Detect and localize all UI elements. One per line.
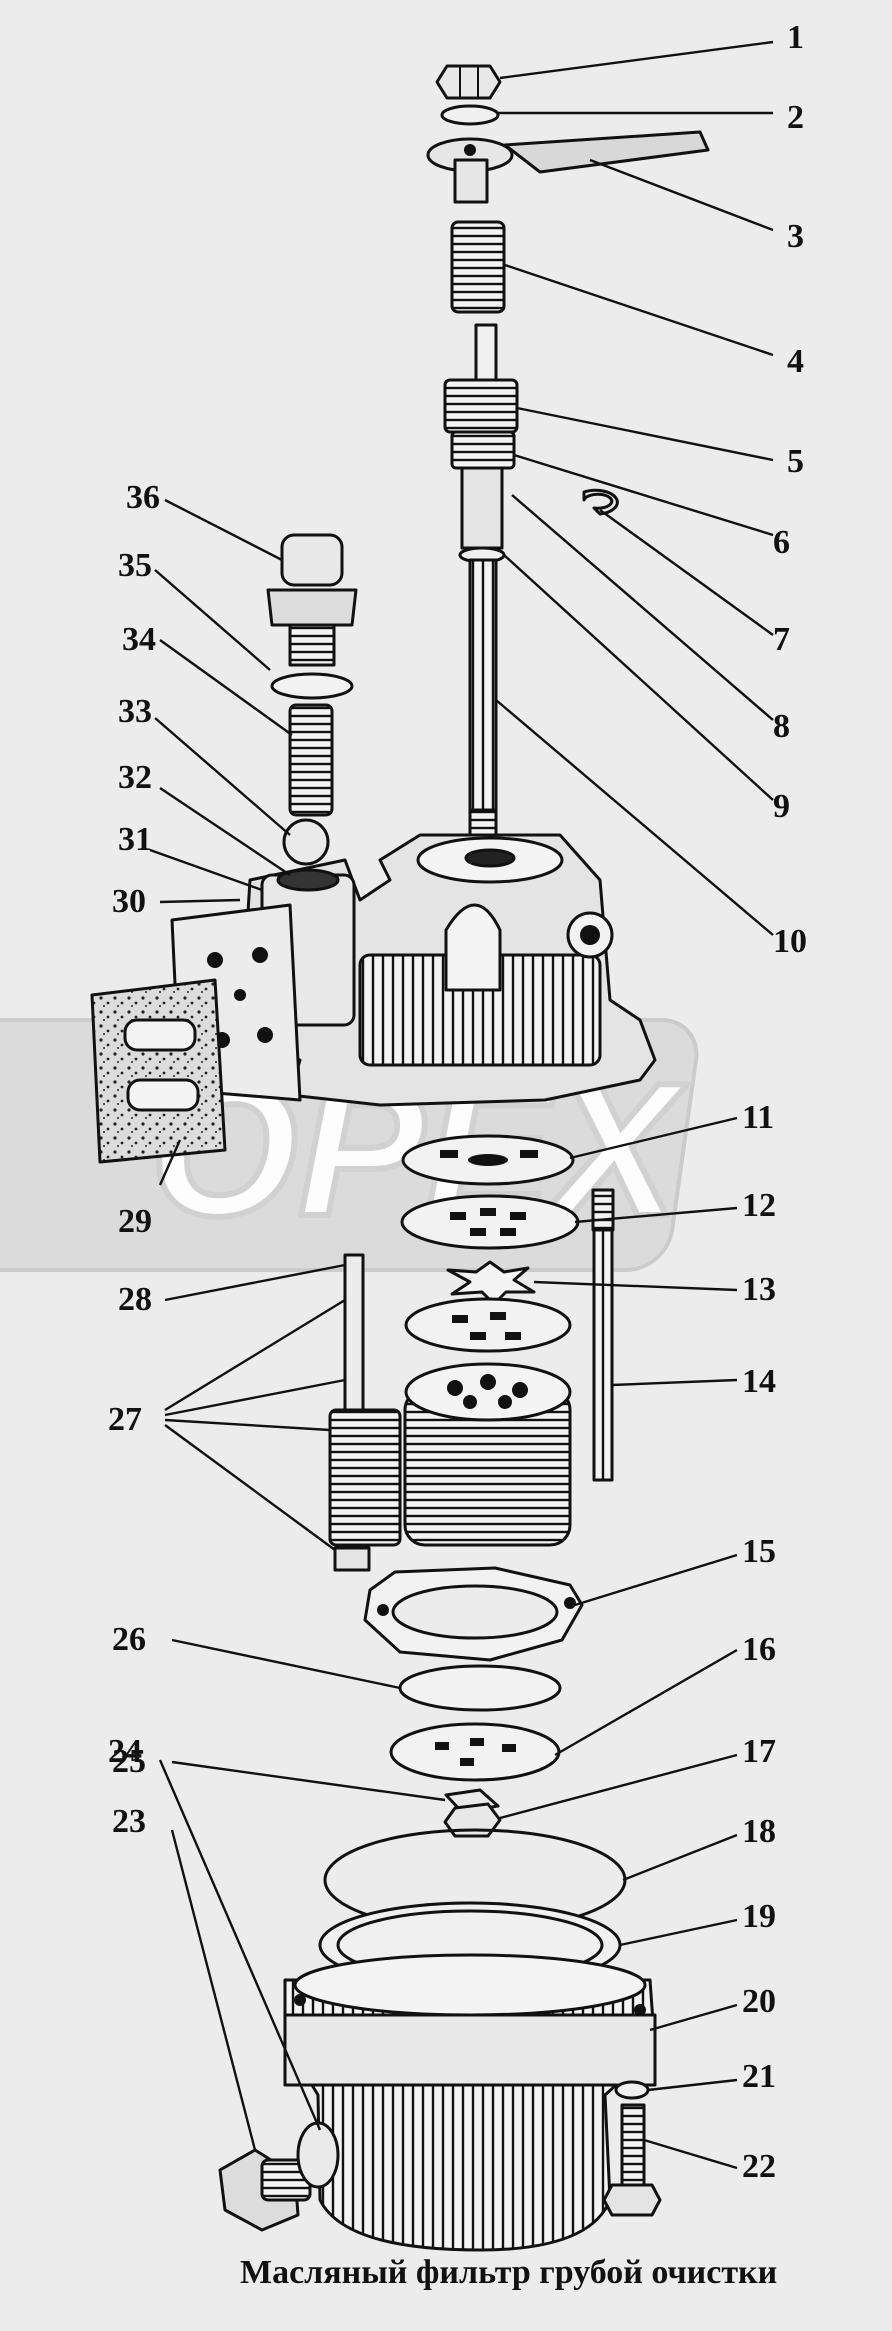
top-washer	[440, 104, 500, 126]
callout-22: 22	[742, 2148, 776, 2185]
callout-33: 33	[118, 693, 152, 730]
callout-5: 5	[787, 443, 804, 480]
callout-20: 20	[742, 1983, 776, 2020]
diagram-caption: Масляный фильтр грубой очистки	[240, 2254, 778, 2291]
callout-19: 19	[742, 1898, 776, 1935]
callout-30: 30	[112, 883, 146, 920]
callout-13: 13	[742, 1271, 776, 1308]
callout-17: 17	[742, 1733, 776, 1770]
callout-25: 25	[112, 1743, 146, 1780]
valve-shaft	[443, 323, 519, 857]
filter-plate-12	[400, 1194, 580, 1250]
callout-labels: 1 2 3 4 5 6 7 8 9 10 11 12 13 14 15 16 1…	[108, 19, 807, 2185]
flange-gasket	[90, 978, 227, 1164]
callout-1: 1	[787, 19, 804, 56]
lever	[426, 130, 710, 204]
callout-6: 6	[773, 524, 790, 561]
callout-3: 3	[787, 218, 804, 255]
callout-15: 15	[742, 1533, 776, 1570]
callout-27: 27	[108, 1401, 142, 1438]
callout-24: 24	[108, 1733, 142, 1770]
callout-35: 35	[118, 547, 152, 584]
callout-9: 9	[773, 788, 790, 825]
filter-plate-lower	[404, 1297, 572, 1353]
callout-21: 21	[742, 2058, 776, 2095]
callout-34: 34	[122, 621, 156, 658]
callout-31: 31	[118, 821, 152, 858]
callout-18: 18	[742, 1813, 776, 1850]
callout-8: 8	[773, 708, 790, 745]
bypass-spring	[288, 703, 334, 817]
plug-gasket	[270, 672, 354, 700]
tie-rod	[591, 1188, 615, 1482]
drain-plug	[218, 2148, 312, 2232]
disk-16	[389, 1722, 561, 1782]
bolt-washer	[614, 2080, 650, 2100]
top-nut	[435, 64, 502, 100]
bottom-nut	[443, 1802, 502, 1838]
callout-12: 12	[742, 1187, 776, 1224]
disk-26	[398, 1664, 562, 1712]
ball	[282, 818, 330, 866]
callout-32: 32	[118, 759, 152, 796]
callout-26: 26	[112, 1621, 146, 1658]
filter-stack	[403, 1362, 572, 1547]
callout-23: 23	[112, 1803, 146, 1840]
filter-housing	[238, 833, 657, 1107]
callout-36: 36	[126, 479, 160, 516]
spring	[450, 220, 506, 314]
callout-16: 16	[742, 1631, 776, 1668]
callout-10: 10	[773, 923, 807, 960]
drain-gasket	[296, 2121, 340, 2189]
callout-2: 2	[787, 99, 804, 136]
callout-29: 29	[118, 1203, 152, 1240]
retaining-ring	[582, 488, 619, 516]
callout-28: 28	[118, 1281, 152, 1318]
plug	[266, 533, 358, 667]
callout-7: 7	[773, 621, 790, 658]
filter-plate-11	[401, 1134, 575, 1186]
filter-bowl	[283, 1953, 657, 2252]
mounting-bolt	[602, 2103, 662, 2217]
leader-lines	[149, 40, 774, 2170]
scraper-assembly	[328, 1253, 402, 1572]
callout-11: 11	[742, 1099, 774, 1136]
callout-4: 4	[787, 343, 804, 380]
callout-14: 14	[742, 1363, 776, 1400]
base-gasket-15	[363, 1566, 584, 1662]
